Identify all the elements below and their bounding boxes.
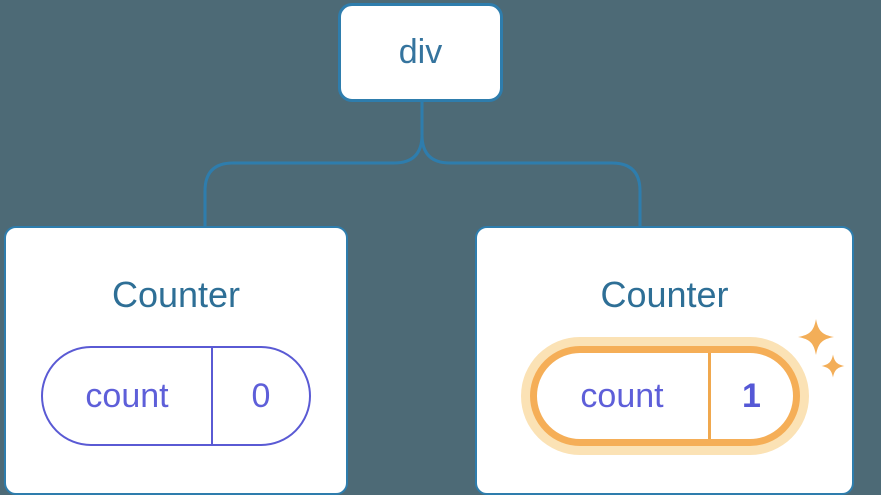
state-pill-right-value: 1	[707, 353, 793, 439]
sparkles-icon	[798, 319, 845, 378]
counter-card-left: Counter count 0	[4, 226, 348, 495]
connector-right-branch	[420, 102, 642, 226]
state-pill-right-key: count	[580, 376, 664, 415]
counter-card-right: Counter count 1	[475, 226, 854, 495]
root-node-div: div	[338, 3, 503, 102]
state-pill-left: count 0	[41, 346, 311, 446]
counter-left-title: Counter	[111, 274, 241, 315]
root-node-label: div	[398, 33, 443, 71]
state-pill-right-highlighted: count 1	[529, 346, 800, 446]
state-pill-left-key: count	[85, 376, 169, 415]
connector-left-branch	[203, 102, 424, 226]
sparkle-small-icon	[821, 354, 845, 378]
counter-right-title: Counter	[600, 274, 729, 315]
sparkle-large-icon	[798, 319, 834, 355]
state-pill-left-value: 0	[211, 348, 309, 444]
